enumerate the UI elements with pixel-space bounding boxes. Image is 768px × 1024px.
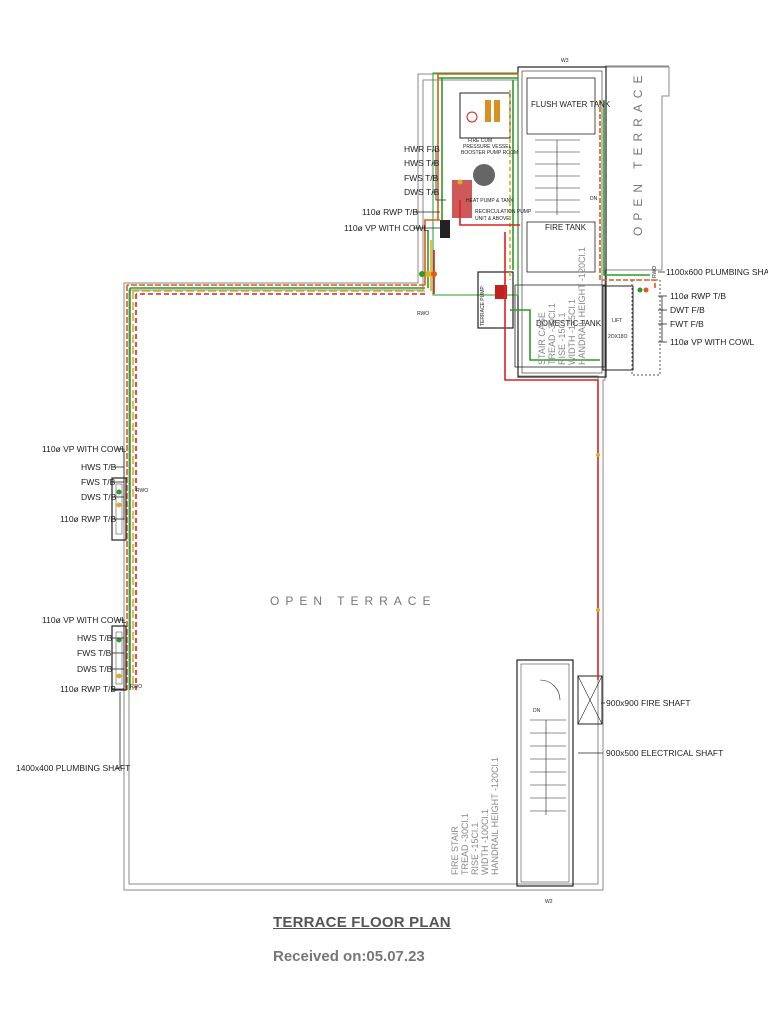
flush-water-tank-label: FLUSH WATER TANK bbox=[531, 100, 611, 109]
svg-text:HANDRAIL HEIGHT -120Cl.1: HANDRAIL HEIGHT -120Cl.1 bbox=[490, 757, 500, 875]
label-fws-mid: FWS T/B bbox=[81, 477, 116, 487]
rwo-label-right: RWO bbox=[652, 266, 658, 278]
received-date: Received on:05.07.23 bbox=[273, 948, 425, 965]
valve-markers bbox=[116, 179, 649, 679]
stair-core-top bbox=[514, 66, 607, 378]
label-rwp-mid: 110ø RWP T/B bbox=[60, 514, 116, 524]
pressure-note-1: FIRE CUM bbox=[468, 138, 492, 144]
svg-text:STAIR CASE: STAIR CASE bbox=[537, 312, 547, 365]
label-dwt-right: DWT F/B bbox=[670, 305, 705, 315]
plumbing-shaft-mid bbox=[111, 477, 127, 541]
terrace-pump-unit bbox=[477, 271, 514, 329]
label-left-shaft: 1400x400 PLUMBING SHAFT bbox=[16, 763, 130, 773]
rwo-label-top: RWO bbox=[417, 311, 429, 317]
svg-text:TREAD -30Cl.1: TREAD -30Cl.1 bbox=[547, 303, 557, 365]
label-rwp-top: 110ø RWP T/B bbox=[362, 207, 418, 217]
leader-lines bbox=[112, 149, 667, 769]
label-dws-low: DWS T/B bbox=[77, 664, 113, 674]
main-stair-notes: STAIR CASE TREAD -30Cl.1 RISE -15Cl.1 WI… bbox=[537, 247, 587, 365]
svg-text:WIDTH -125Cl.1: WIDTH -125Cl.1 bbox=[567, 299, 577, 365]
label-vp-mid: 110ø VP WITH COWL bbox=[42, 444, 127, 454]
label-elec-shaft: 900x500 ELECTRICAL SHAFT bbox=[606, 748, 723, 758]
fire-shaft bbox=[577, 675, 603, 725]
label-hws-low: HWS T/B bbox=[77, 633, 113, 643]
open-terrace-side-label: OPEN TERRACE bbox=[631, 70, 645, 236]
svg-text:TREAD -30Cl.1: TREAD -30Cl.1 bbox=[460, 813, 470, 875]
label-fws-low: FWS T/B bbox=[77, 648, 112, 658]
label-rwp-low: 110ø RWP T/B bbox=[60, 684, 116, 694]
svg-text:RISE -15Cl.1: RISE -15Cl.1 bbox=[557, 312, 567, 365]
svg-text:FIRE STAIR: FIRE STAIR bbox=[450, 826, 460, 875]
lift-shaft bbox=[602, 279, 661, 376]
fire-stair-notes: FIRE STAIR TREAD -30Cl.1 RISE -15Cl.1 WI… bbox=[450, 757, 500, 875]
lift-label: LIFT bbox=[612, 318, 622, 324]
label-dws-mid: DWS T/B bbox=[81, 492, 117, 502]
recirc-note-2: UNIT & ABOVE bbox=[475, 216, 510, 222]
label-vp-right: 110ø VP WITH COWL bbox=[670, 337, 755, 347]
label-hws-mid: HWS T/B bbox=[81, 462, 117, 472]
label-hwr: HWR F/B bbox=[404, 144, 440, 154]
label-fwt-right: FWT F/B bbox=[670, 319, 704, 329]
main-stair-dn: DN bbox=[590, 196, 598, 202]
building-outline bbox=[123, 65, 670, 891]
label-fws-top: FWS T/B bbox=[404, 173, 439, 183]
svg-text:RISE -15Cl.1: RISE -15Cl.1 bbox=[470, 822, 480, 875]
label-right-shaft: 1100x600 PLUMBING SHAFT bbox=[666, 267, 768, 277]
lift-size-label: 2OX18O bbox=[608, 334, 628, 340]
terrace-pump-label: TERRACE PUMP bbox=[480, 286, 486, 326]
pressure-note-2: PRESSURE VESSEL bbox=[463, 144, 512, 150]
heat-pump-note: HEAT PUMP & TANK bbox=[466, 198, 514, 204]
svg-text:WIDTH -100Cl.1: WIDTH -100Cl.1 bbox=[480, 809, 490, 875]
label-dws-top: DWS T/B bbox=[404, 187, 440, 197]
open-terrace-label: OPEN TERRACE bbox=[270, 594, 436, 608]
fire-stair-dn: DN bbox=[533, 708, 541, 714]
wall-bottom-label: W2 bbox=[545, 899, 553, 905]
rwo-label-mid: RWO bbox=[136, 488, 148, 494]
pump-room bbox=[432, 72, 519, 296]
label-vp-top: 110ø VP WITH COWL bbox=[344, 223, 429, 233]
fire-stair-core bbox=[516, 659, 574, 887]
label-vp-low: 110ø VP WITH COWL bbox=[42, 615, 127, 625]
plumbing-shaft-low bbox=[111, 625, 127, 691]
fire-tank-label: FIRE TANK bbox=[545, 223, 587, 232]
label-fire-shaft: 900x900 FIRE SHAFT bbox=[606, 698, 691, 708]
domestic-tank-label: DOMESTIC TANK bbox=[536, 319, 602, 328]
pipe-runs bbox=[126, 73, 656, 690]
wall-top-label: W3 bbox=[561, 58, 569, 64]
recirc-note-1: RECIRCULATION PUMP bbox=[475, 209, 532, 215]
rwo-label-low: RWO bbox=[130, 684, 142, 690]
svg-text:HANDRAIL HEIGHT -120Cl.1: HANDRAIL HEIGHT -120Cl.1 bbox=[577, 247, 587, 365]
pressure-note-3: BOOSTER PUMP ROOM bbox=[461, 150, 518, 156]
label-rwp-right: 110ø RWP T/B bbox=[670, 291, 726, 301]
drawing-title: TERRACE FLOOR PLAN bbox=[273, 914, 451, 931]
label-hws-top: HWS T/B bbox=[404, 158, 440, 168]
